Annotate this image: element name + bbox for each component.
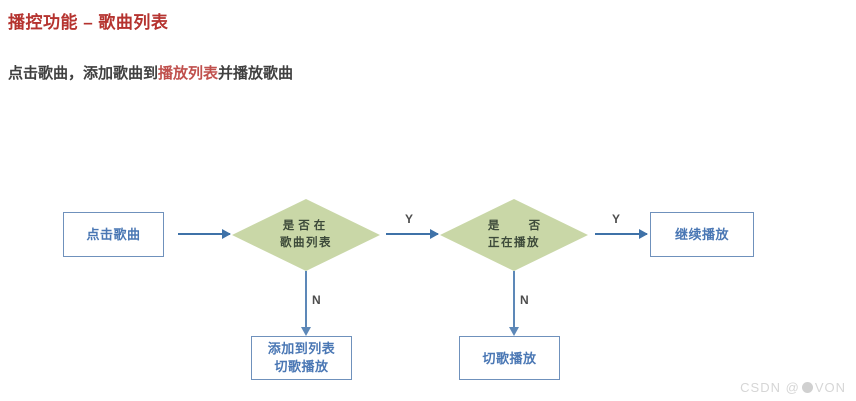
subtitle-text-before: 点击歌曲，添加歌曲到 bbox=[8, 65, 159, 82]
node-decision-in-song-list: 是否在 歌曲列表 bbox=[232, 199, 380, 271]
edge-label-playing-yes: Y bbox=[612, 212, 621, 226]
node-click-song-label: 点击歌曲 bbox=[86, 227, 141, 242]
edge-label-in-list-yes: Y bbox=[405, 212, 414, 226]
arrow-start-to-decision-in-list bbox=[178, 229, 231, 239]
edge-label-playing-no: N bbox=[520, 293, 530, 307]
node-click-song: 点击歌曲 bbox=[63, 212, 164, 257]
watermark-dot-icon bbox=[801, 382, 813, 393]
node-decision-is-playing: 是 否 正在播放 bbox=[440, 199, 588, 271]
node-continue-play: 继续播放 bbox=[650, 212, 754, 257]
arrow-playing-yes bbox=[595, 229, 648, 239]
node-decision-is-playing-line2: 正在播放 bbox=[487, 237, 540, 249]
edge-label-in-list-no: N bbox=[312, 293, 322, 307]
page-subtitle: 点击歌曲，添加歌曲到播放列表并播放歌曲 bbox=[8, 62, 293, 83]
node-decision-in-song-list-line1: 是否在 bbox=[282, 220, 330, 232]
watermark: CSDN @ VON bbox=[740, 380, 846, 395]
node-add-to-list-line2: 切歌播放 bbox=[274, 359, 329, 374]
watermark-suffix: VON bbox=[814, 380, 846, 395]
page-title: 播控功能 – 歌曲列表 bbox=[8, 13, 169, 32]
arrow-playing-no bbox=[509, 271, 519, 336]
subtitle-highlight: 播放列表 bbox=[158, 65, 219, 82]
node-add-to-list: 添加到列表 切歌播放 bbox=[251, 336, 352, 380]
node-continue-play-label: 继续播放 bbox=[674, 227, 729, 242]
arrow-in-list-yes bbox=[386, 229, 439, 239]
node-decision-in-song-list-line2: 歌曲列表 bbox=[280, 237, 332, 249]
node-switch-song: 切歌播放 bbox=[459, 336, 560, 380]
watermark-prefix: CSDN @ bbox=[740, 380, 800, 395]
node-decision-is-playing-line1: 是 否 bbox=[487, 220, 554, 232]
arrow-in-list-no bbox=[301, 271, 311, 336]
node-add-to-list-line1: 添加到列表 bbox=[267, 341, 336, 356]
subtitle-text-after: 并播放歌曲 bbox=[218, 65, 294, 82]
node-switch-song-label: 切歌播放 bbox=[482, 350, 537, 366]
